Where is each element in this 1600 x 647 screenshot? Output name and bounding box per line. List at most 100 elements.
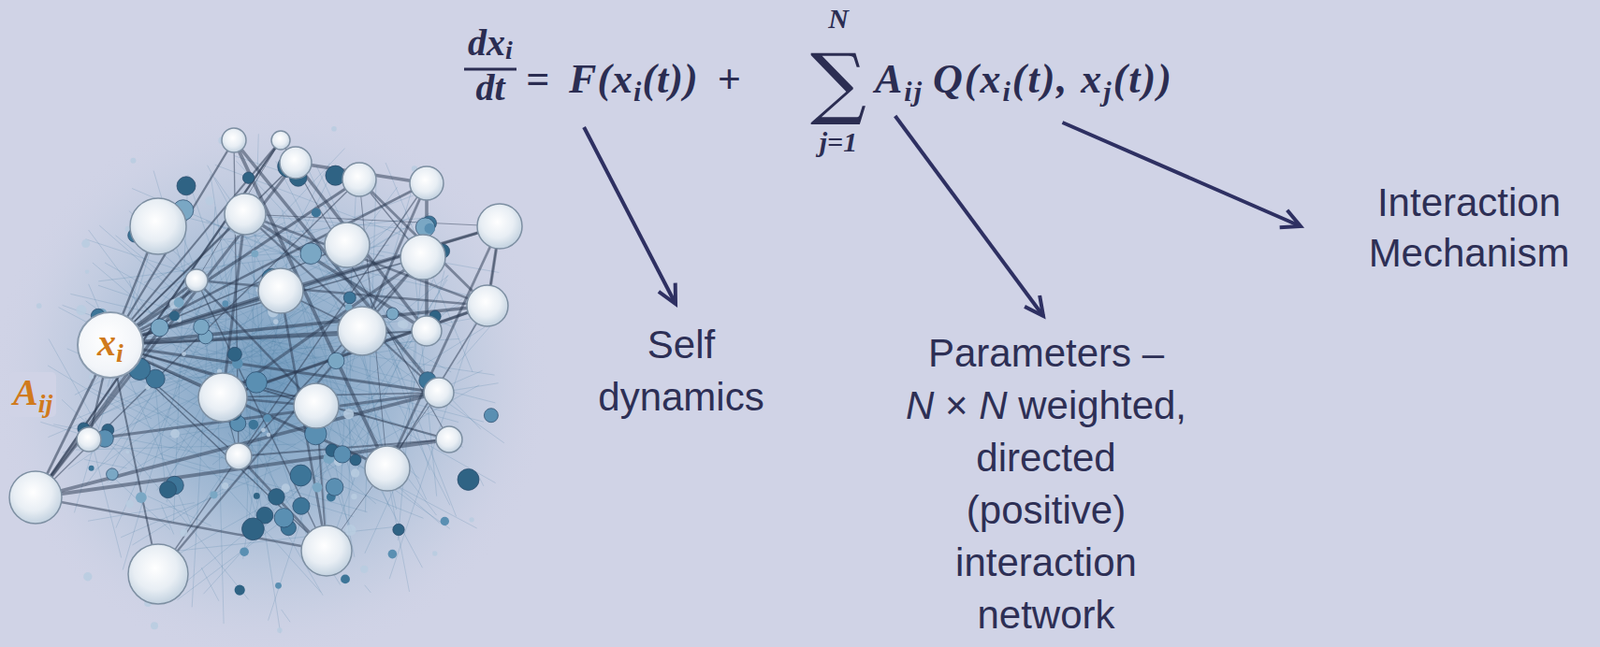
minor-node (125, 450, 130, 454)
leader-arrow (895, 116, 1044, 317)
network-node (293, 383, 339, 429)
minor-node (150, 622, 159, 630)
network-node (324, 222, 370, 268)
network-node (185, 269, 208, 292)
network-link (280, 226, 500, 291)
minor-node (273, 319, 279, 325)
dark-node (176, 176, 196, 196)
network-node (76, 427, 102, 452)
network-node (436, 426, 463, 453)
leader-arrow (583, 127, 676, 305)
dark-node (334, 446, 351, 464)
network-node (9, 471, 62, 524)
network-node (477, 203, 523, 249)
network-link (110, 345, 388, 469)
dark-node (248, 420, 260, 431)
minor-node (81, 239, 90, 248)
network-node (342, 162, 377, 197)
sum-limit: j=1 (791, 127, 886, 158)
dark-node (415, 218, 435, 237)
minor-node (36, 303, 43, 309)
fraction-denominator: dt (454, 67, 526, 109)
dark-node (292, 497, 310, 515)
network-node-xi: xi (76, 311, 145, 379)
dark-node (253, 493, 261, 500)
faint-link (62, 305, 464, 448)
dark-node (106, 468, 119, 481)
minor-node (331, 126, 337, 132)
dark-node (300, 243, 322, 265)
minor-node (126, 500, 134, 509)
network-node (198, 373, 248, 422)
dark-node (88, 465, 95, 472)
minor-node (88, 374, 94, 379)
faint-link (216, 325, 224, 626)
dark-node (268, 489, 286, 507)
dark-node (150, 319, 169, 337)
network-node (337, 306, 387, 356)
equation-term: F(x (568, 56, 634, 102)
node-symbol: x (97, 321, 117, 364)
network-link (88, 392, 439, 440)
network-link (110, 345, 439, 393)
network-link (35, 162, 296, 498)
network-haze (0, 102, 553, 647)
dark-node (388, 550, 398, 560)
word: interaction (955, 540, 1137, 585)
minor-node (350, 468, 360, 478)
network-node (128, 544, 189, 605)
word: Parameters (928, 331, 1132, 376)
subscript: ij (38, 389, 54, 419)
weight-symbol: A (13, 371, 39, 414)
network-node (224, 193, 266, 235)
dark-node (343, 291, 356, 305)
word: Interaction (1377, 180, 1561, 225)
subscript: i (116, 338, 124, 368)
dark-node (290, 465, 312, 487)
dark-node (312, 482, 323, 494)
network-node (409, 166, 444, 201)
equation-term: (t)) (1113, 56, 1174, 102)
network-link (35, 140, 281, 498)
dark-node (221, 300, 229, 307)
equation-term: (t)) (641, 56, 699, 102)
minor-node (397, 320, 406, 329)
minor-node (276, 627, 283, 634)
network-link (35, 280, 197, 498)
faint-link (281, 610, 291, 623)
network-node (225, 443, 252, 470)
equation-term: Q(x (932, 56, 1003, 102)
dark-node (251, 249, 260, 258)
word: dynamics (597, 375, 764, 420)
network-link (245, 214, 500, 227)
network-node (279, 146, 312, 179)
network-node (411, 316, 442, 347)
word: N (905, 383, 934, 428)
faint-link (40, 421, 353, 517)
dark-node (325, 479, 344, 497)
network-node (258, 268, 304, 314)
network-link (238, 257, 423, 457)
dark-node (246, 372, 268, 394)
dark-node (340, 575, 350, 585)
faint-link (364, 585, 372, 594)
network-node (364, 446, 410, 492)
dark-node (242, 172, 254, 184)
subscript: j (1103, 75, 1113, 107)
word: Mechanism (1368, 231, 1571, 276)
sum-symbol: ∑ (810, 36, 867, 129)
faint-link (68, 293, 327, 470)
equation-term: (t), x (1012, 56, 1105, 102)
minor-node (266, 433, 272, 438)
faint-link (160, 505, 174, 536)
dark-node (263, 414, 273, 423)
network-node (221, 128, 247, 153)
minor-node (345, 524, 357, 537)
network-link (110, 140, 234, 346)
sum-limit: N (791, 3, 886, 34)
dark-node (349, 454, 362, 466)
word: (positive) (966, 488, 1126, 533)
callout-text: Parameters – N × N weighted, directed (p… (905, 327, 1187, 642)
